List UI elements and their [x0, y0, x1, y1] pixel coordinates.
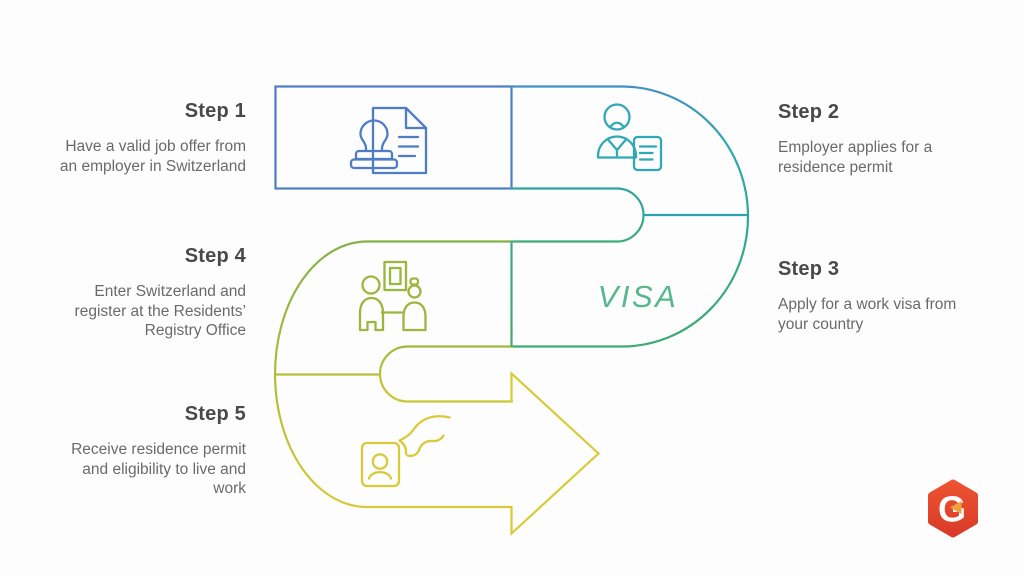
step-2-title: Step 2 — [778, 101, 840, 123]
logo-g-letter: G — [938, 489, 966, 530]
step-1-description: Have a valid job offer from an employer … — [59, 138, 246, 175]
step-1-cell — [274, 85, 513, 190]
step-5-title: Step 5 — [184, 403, 246, 425]
brand-logo: G — [928, 479, 978, 538]
flow-snake-path — [273, 85, 750, 537]
logo-spark-icon — [950, 501, 962, 514]
step-3-description: Apply for a work visa from your country — [778, 296, 957, 333]
step-2-block: Step 2 Employer applies for a residence … — [778, 100, 1018, 177]
residence-permit-hand-icon — [360, 415, 451, 488]
right-turn-inner — [510, 187, 645, 243]
step-4-block: Step 4 Enter Switzerland and register at… — [0, 244, 246, 341]
right-turn-outer — [510, 85, 750, 348]
step-1-block: Step 1 Have a valid job offer from an em… — [0, 99, 246, 176]
job-offer-document-icon — [349, 106, 428, 175]
step-5-description: Receive residence permit and eligibility… — [71, 441, 246, 497]
visa-stamp-text: VISA — [598, 279, 679, 314]
arrow-icon — [365, 370, 601, 537]
step-2-description: Employer applies for a residence permit — [778, 139, 933, 176]
registry-office-icon — [358, 260, 427, 332]
step-4-description: Enter Switzerland and register at the Re… — [74, 283, 246, 339]
step-1-title: Step 1 — [184, 100, 246, 122]
step-3-title: Step 3 — [778, 258, 840, 280]
left-turn-outer — [273, 240, 513, 509]
step-3-block: Step 3 Apply for a work visa from your c… — [778, 257, 1018, 334]
step-4-title: Step 4 — [184, 245, 246, 267]
employer-application-icon — [596, 103, 663, 172]
left-turn-inner — [378, 345, 514, 403]
step-5-block: Step 5 Receive residence permit and elig… — [0, 402, 246, 499]
